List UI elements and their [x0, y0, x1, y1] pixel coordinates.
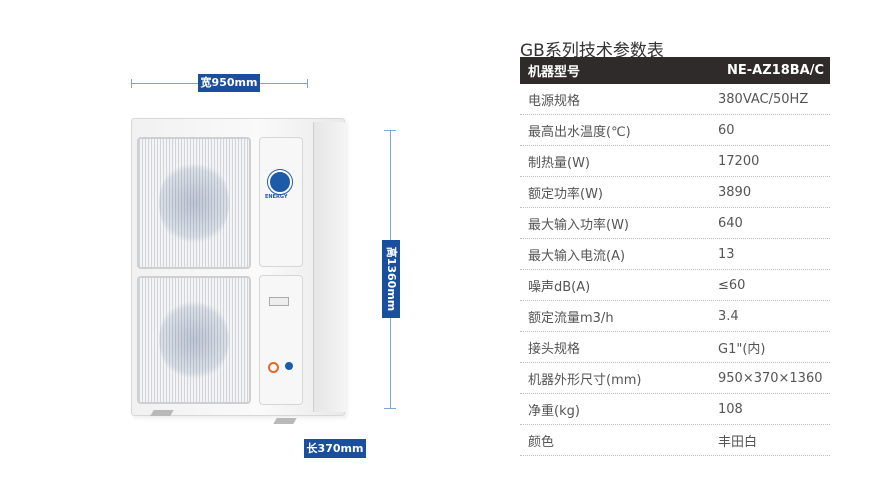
row-value: 640 — [718, 215, 743, 231]
row-value: G1"(内) — [718, 341, 766, 357]
row-value: 3.4 — [718, 308, 739, 324]
row-key: 机器外形尺寸(mm) — [528, 372, 642, 388]
upper-front-panel — [259, 137, 303, 267]
table-row: 接头规格 G1"(内) — [520, 332, 830, 363]
table-row: 最大输入功率(W) 640 — [520, 208, 830, 239]
unit-foot-left — [150, 410, 174, 416]
length-label: 长370mm — [304, 439, 366, 458]
width-label: 宽950mm — [198, 74, 260, 92]
row-key: 制热量(W) — [528, 155, 590, 171]
table-row: 机器外形尺寸(mm) 950×370×1360 — [520, 363, 830, 394]
display-window — [269, 297, 289, 306]
row-key: 最大输入功率(W) — [528, 217, 629, 233]
height-tick-top — [384, 130, 396, 131]
row-value: 60 — [718, 122, 735, 138]
spec-table: 机器型号 NE-AZ18BA/C 电源规格 380VAC/50HZ 最高出水温度(… — [520, 57, 830, 456]
unit-side-panel — [313, 122, 346, 412]
certification-icon — [268, 362, 279, 373]
table-row: 噪声dB(A) ≤60 — [520, 270, 830, 301]
header-key: 机器型号 — [528, 65, 581, 80]
brand-logo-icon — [268, 170, 292, 194]
row-key: 最高出水温度(℃) — [528, 124, 631, 140]
row-key: 接头规格 — [528, 341, 581, 357]
table-title: GB系列技术参数表 — [520, 41, 664, 61]
row-value: 17200 — [718, 153, 760, 169]
header-value: NE-AZ18BA/C — [727, 63, 824, 78]
lower-fan-grille — [137, 276, 251, 404]
row-value: 108 — [718, 401, 743, 417]
table-row: 额定功率(W) 3890 — [520, 177, 830, 208]
row-key: 净重(kg) — [528, 403, 580, 419]
row-key: 电源规格 — [528, 93, 581, 109]
table-row: 额定流量m3/h 3.4 — [520, 301, 830, 332]
lower-front-panel — [259, 275, 303, 405]
row-value: 380VAC/50HZ — [718, 91, 809, 107]
row-key: 颜色 — [528, 434, 555, 450]
table-row: 净重(kg) 108 — [520, 394, 830, 425]
table-row: 电源规格 380VAC/50HZ — [520, 84, 830, 115]
row-value: 3890 — [718, 184, 752, 200]
row-value: 丰田白 — [718, 434, 758, 450]
width-tick-right — [307, 79, 308, 88]
table-row: 最高出水温度(℃) 60 — [520, 115, 830, 146]
row-value: 13 — [718, 246, 735, 262]
certification-icon-2 — [285, 362, 293, 370]
unit-foot-right — [273, 418, 297, 424]
row-key: 噪声dB(A) — [528, 279, 591, 295]
row-key: 额定功率(W) — [528, 186, 603, 202]
brand-text: ENERGY — [265, 194, 288, 200]
row-value: ≤60 — [718, 277, 746, 293]
width-tick-left — [131, 79, 132, 88]
table-row: 最大输入电流(A) 13 — [520, 239, 830, 270]
row-key: 最大输入电流(A) — [528, 248, 626, 264]
upper-fan-grille — [137, 137, 251, 269]
row-key: 额定流量m3/h — [528, 310, 614, 326]
height-tick-bottom — [384, 408, 396, 409]
height-label: 高1360mm — [382, 240, 400, 318]
row-value: 950×370×1360 — [718, 370, 823, 386]
table-row: 制热量(W) 17200 — [520, 146, 830, 177]
table-row: 颜色 丰田白 — [520, 425, 830, 456]
table-header-row: 机器型号 NE-AZ18BA/C — [520, 57, 830, 84]
